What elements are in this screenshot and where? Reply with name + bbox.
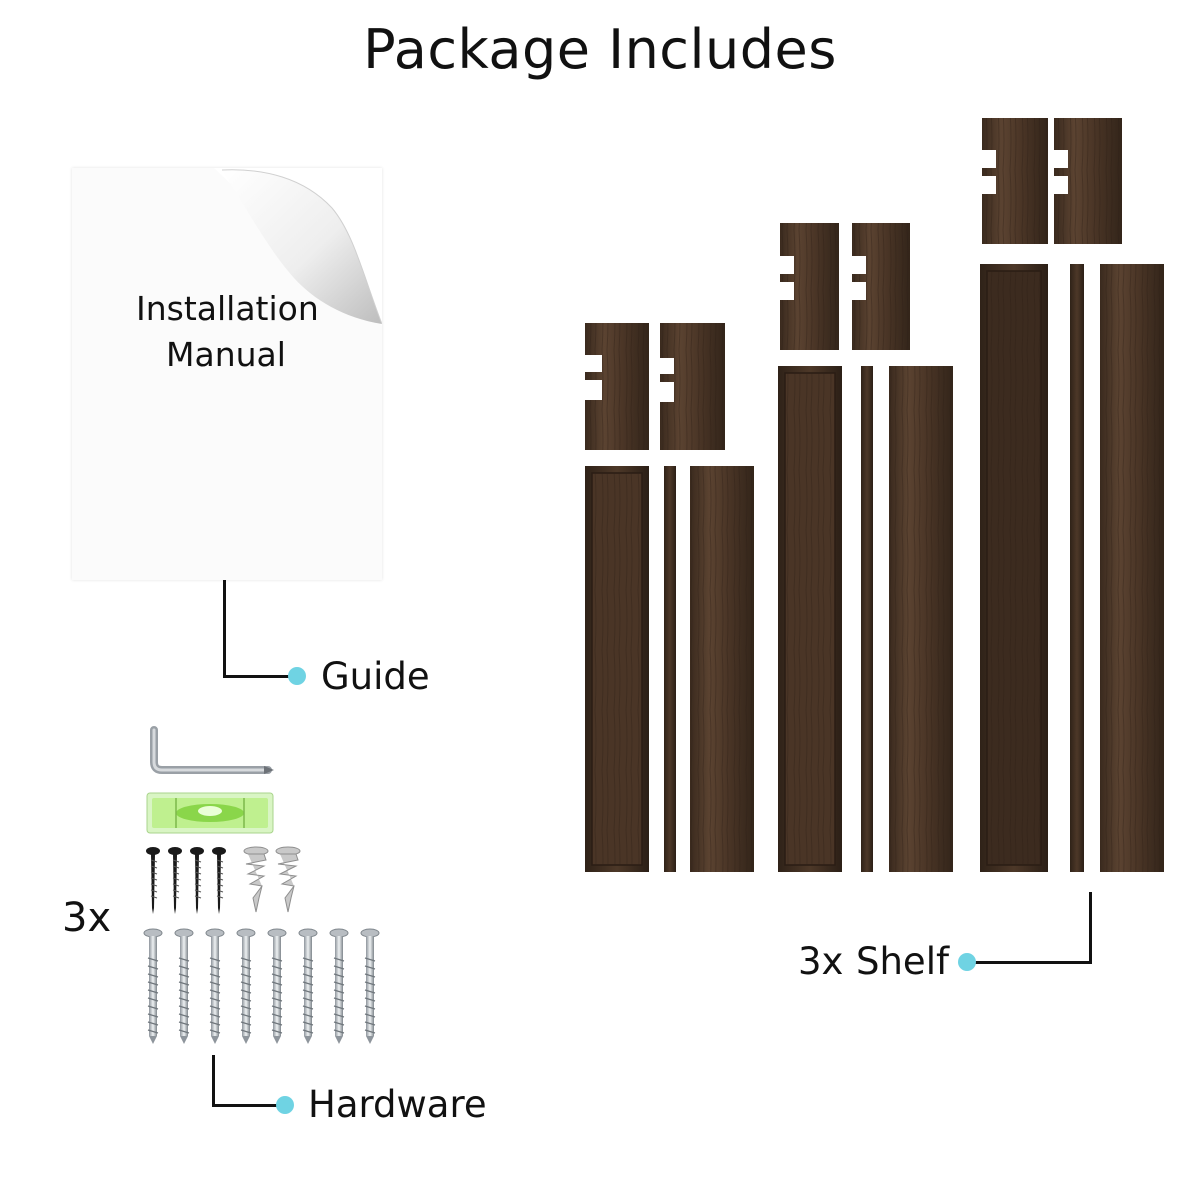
bracket-set-2 [780, 223, 910, 350]
guide-dot [288, 667, 306, 685]
guide-connector-horizontal [223, 675, 296, 678]
black-screws-icon [146, 847, 226, 914]
hardware-count-label: 3x [62, 895, 112, 941]
hardware-label: Hardware [308, 1083, 487, 1126]
wall-anchor-icon [243, 846, 301, 913]
page-title: Package Includes [363, 18, 837, 81]
shelf-count-label: 3x [798, 940, 844, 983]
manual-title-line1: Installation [136, 289, 319, 328]
bracket-set-3 [982, 118, 1122, 244]
hardware-dot [276, 1096, 294, 1114]
allen-key-icon [150, 726, 274, 774]
installation-manual: Installation Manual [72, 168, 382, 580]
guide-label: Guide [321, 655, 430, 698]
shelf-parts [585, 118, 1164, 872]
page-curl-icon [214, 168, 382, 326]
guide-connector-vertical [223, 580, 226, 678]
bracket-set-1 [585, 323, 725, 450]
hardware-connector-horizontal [212, 1104, 284, 1107]
shelf-connector-vertical [1089, 892, 1092, 964]
manual-title-line2: Manual [166, 335, 286, 374]
shelf-connector-horizontal [972, 961, 1092, 964]
board-set-1 [585, 466, 754, 872]
hardware-connector-vertical [212, 1055, 215, 1107]
shelf-label: Shelf [856, 940, 950, 983]
board-set-3 [980, 264, 1164, 872]
silver-bolts-icon [143, 928, 380, 1044]
spirit-level-icon [146, 792, 274, 834]
board-set-2 [778, 366, 953, 872]
shelf-dot [958, 953, 976, 971]
